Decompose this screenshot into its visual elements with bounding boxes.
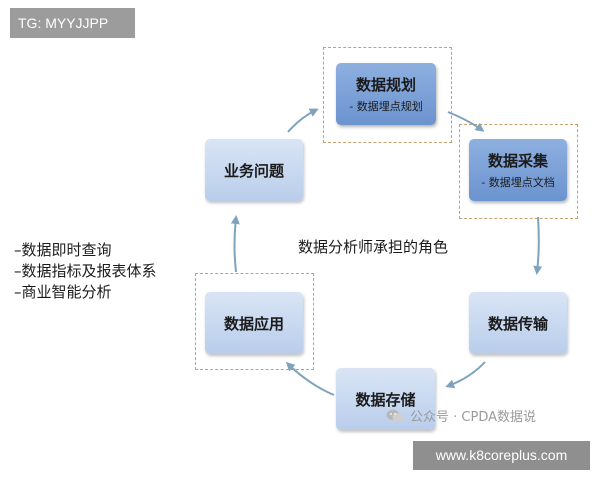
list-item: –数据指标及报表体系 — [14, 262, 157, 280]
planning-node-subtitle: - 数据埋点规划 — [349, 100, 423, 113]
transmission-node: 数据传输 — [469, 292, 567, 354]
arrow-planning-to-collection — [447, 111, 485, 132]
application-node: 数据应用 — [205, 292, 303, 354]
list-item: –数据即时查询 — [14, 241, 112, 259]
arrow-storage-to-application — [285, 361, 335, 396]
planning-node-title: 数据规划 — [355, 76, 416, 94]
collection-node-subtitle: - 数据埋点文档 — [481, 176, 555, 189]
application-node-title: 数据应用 — [223, 314, 284, 333]
transmission-node-title: 数据传输 — [487, 314, 548, 333]
arrow-collection-to-transmission — [533, 216, 543, 275]
application-detail-list: –数据即时查询 –数据指标及报表体系 –商业智能分析 — [14, 240, 157, 303]
problem-node: 业务问题 — [205, 139, 303, 201]
storage-node-title: 数据存储 — [355, 390, 416, 409]
application-highlight-frame — [195, 273, 314, 370]
top-watermark-label: TG: MYYJJPP — [10, 8, 135, 38]
source-credit: 公众号 · CPDA数据说 — [386, 406, 536, 425]
problem-node-title: 业务问题 — [223, 161, 284, 180]
credit-text: 公众号 · CPDA数据说 — [410, 410, 536, 425]
collection-highlight-frame — [459, 124, 578, 219]
planning-highlight-frame — [323, 47, 452, 143]
collection-node: 数据采集 - 数据埋点文档 — [469, 139, 567, 201]
wechat-icon — [386, 409, 404, 422]
planning-node: 数据规划 - 数据埋点规划 — [336, 63, 436, 125]
bottom-watermark-label: www.k8coreplus.com — [413, 441, 590, 470]
arrow-problem-to-planning — [287, 108, 319, 133]
arrow-transmission-to-storage — [445, 361, 486, 389]
arrow-application-to-problem — [230, 215, 240, 273]
list-item: –商业智能分析 — [14, 283, 112, 301]
storage-node: 数据存储 — [336, 368, 435, 430]
center-label: 数据分析师承担的角色 — [298, 238, 449, 256]
collection-node-title: 数据采集 — [487, 152, 548, 170]
